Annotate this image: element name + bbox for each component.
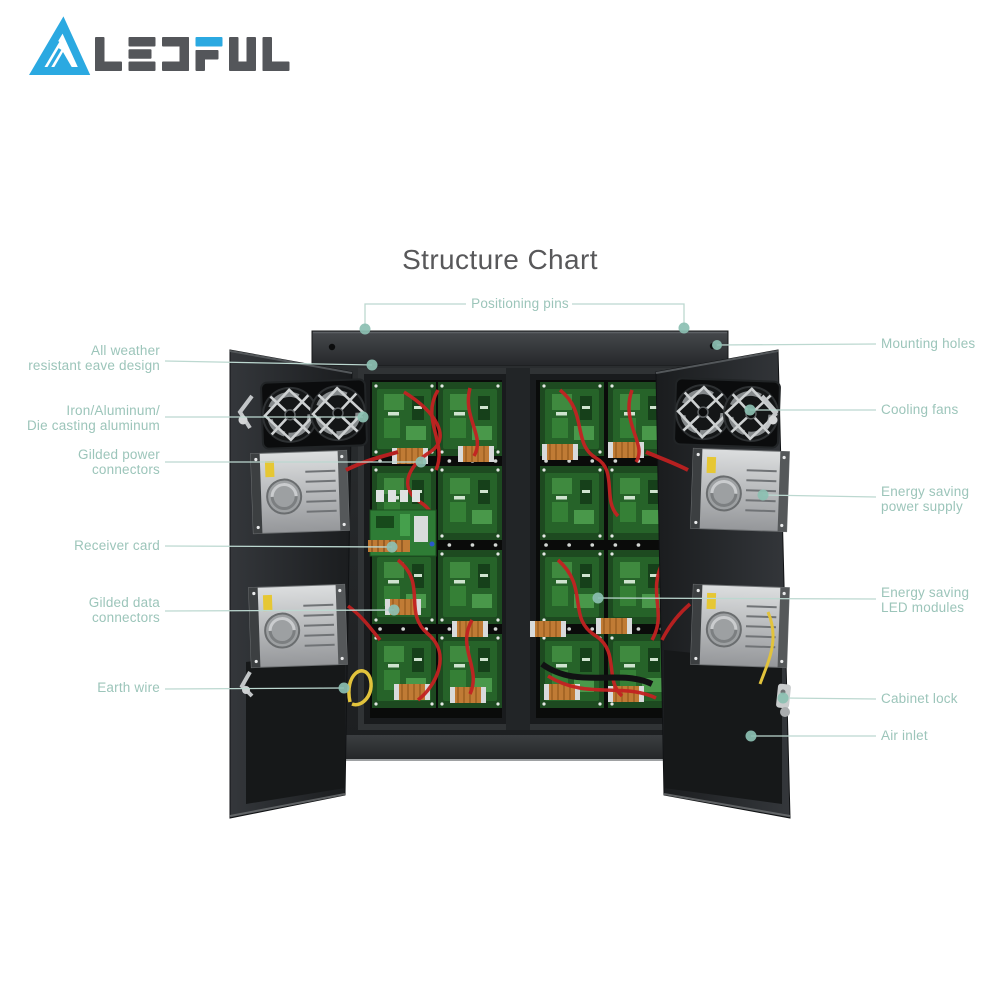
ledful-wordmark [95,37,290,71]
label-cabinet-lock: Cabinet lock [881,691,958,706]
label-receiver-card: Receiver card [74,538,160,553]
cabinet-top-bar [311,330,729,367]
cabinet-bottom [302,735,718,761]
power-supply-right-upper [689,446,791,534]
label-mounting-holes: Mounting holes [881,336,976,351]
power-cable-bundle [540,661,654,687]
label-earth-wire: Earth wire [97,680,160,695]
callout-line-power-supply [762,494,877,498]
led-module-panel-right [524,368,688,730]
right-door [645,349,791,819]
callout-line-earth-wire [164,687,345,690]
label-air-inlet: Air inlet [881,728,928,743]
callout-dot-power-supply [757,489,769,501]
label-energy-saving-led-modules: Energy saving LED modules [881,585,970,615]
callout-dot-gilded-data [388,604,400,616]
cabinet [229,330,791,819]
led-module-panel-left [358,368,514,730]
callout-line-eave-design [164,360,373,366]
callout-line-mounting-holes [716,343,877,346]
power-supply-left-upper [249,448,351,536]
ledful-triangle-icon [29,16,91,75]
page-title: Structure Chart [402,244,598,275]
callout-dot-positioning-pin-right [678,322,690,334]
positioning-pins-bracket-left [364,303,466,326]
callout-dot-die-casting [357,411,369,423]
callout-dot-positioning-pin-left [359,323,371,335]
callout-dot-eave-design [366,359,378,371]
positioning-pins-bracket-right [572,303,685,325]
callout-line-receiver-card [164,545,393,548]
label-cooling-fans: Cooling fans [881,402,959,417]
mounting-hole-left [328,343,336,351]
power-supply-left-lower [247,582,349,670]
door-hinge-bracket-left [237,394,254,430]
callout-line-gilded-data [164,609,395,612]
label-gilded-power-connectors: Gilded power connectors [78,447,160,477]
center-divider [506,368,530,730]
callout-dots [338,322,789,742]
label-die-casting: Iron/Aluminum/ Die casting aluminum [26,403,160,433]
callout-dot-mounting-holes [712,340,722,350]
cooling-fan-unit-right [674,378,780,448]
power-supply-right-lower [689,582,791,670]
cooling-fan-unit-left [261,379,367,449]
earth-wire [347,669,373,707]
callout-dot-air-inlet [745,730,757,742]
callout-dot-earth-wire [338,682,350,694]
callout-dot-cooling-fans [744,404,756,416]
label-eave-design: All weather resistant eave design [28,343,160,373]
callout-dot-receiver-card [386,541,398,553]
label-energy-saving-power-supply: Energy saving power supply [881,484,970,514]
door-hinge-bracket-right [760,394,779,430]
callout-dot-gilded-power [415,456,427,468]
callout-dot-cabinet-lock [777,692,789,704]
callout-line-cabinet-lock [782,697,877,700]
label-positioning-pins: Positioning pins [471,296,569,311]
callout-lines [164,303,877,737]
ledful-logo: LEDFUL [29,16,290,75]
callout-line-led-modules [597,597,877,600]
callout-dot-led-modules [592,592,604,604]
label-gilded-data-connectors: Gilded data connectors [88,595,160,625]
